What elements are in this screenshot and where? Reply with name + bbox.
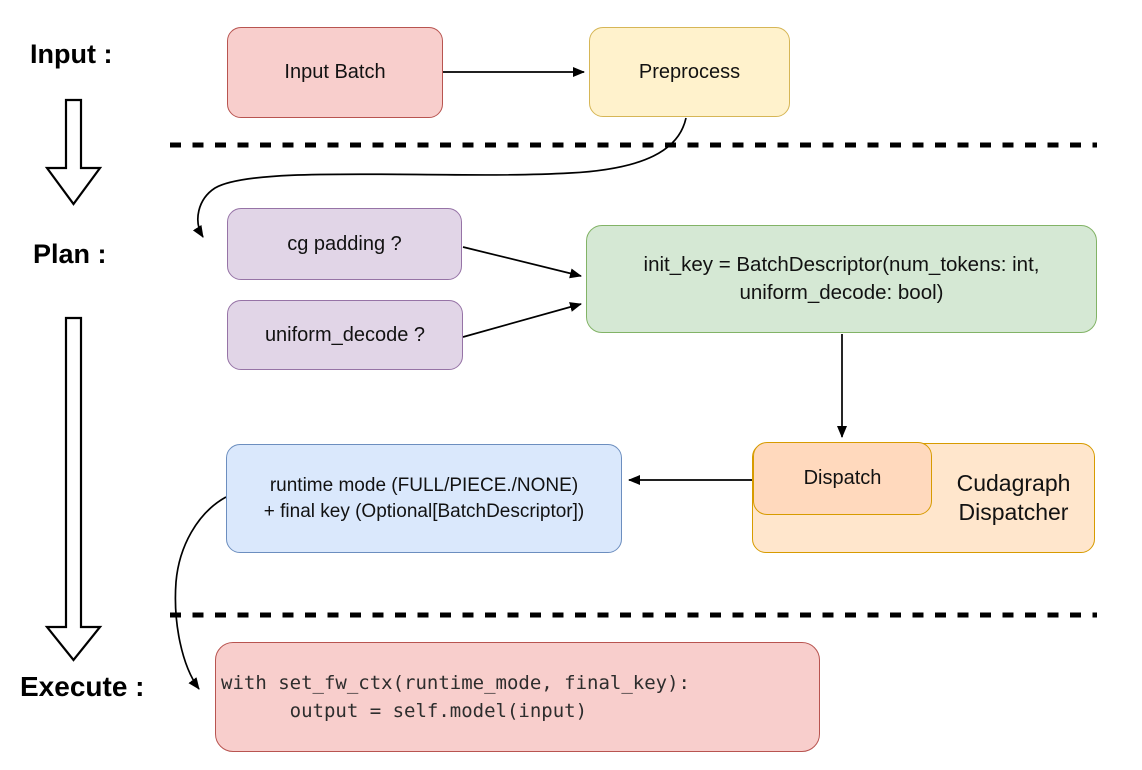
stage-label-plan: Plan : [33,239,107,269]
node-execute-code: with set_fw_ctx(runtime_mode, final_key)… [215,642,820,752]
node-cg-padding: cg padding ? [227,208,462,280]
node-init-key-line1: init_key = BatchDescriptor(num_tokens: i… [643,253,1040,277]
node-cg-padding-label: cg padding ? [287,232,402,255]
node-input-batch-label: Input Batch [284,61,386,83]
edge-uniform-decode-to-init-key [462,302,582,338]
stage-label-input: Input : [30,39,113,69]
edge-preprocess-to-cg-padding [192,117,687,238]
node-input-batch: Input Batch [227,27,443,118]
execute-code-line1: with set_fw_ctx(runtime_mode, final_key)… [221,672,690,694]
execute-code-line2: output = self.model(input) [221,700,588,722]
node-dispatch: Dispatch [753,442,932,515]
stage-arrow-plan-to-execute [44,316,103,662]
edge-runtime-mode-to-execute-code [174,496,227,690]
node-runtime-mode-line1: runtime mode (FULL/PIECE./NONE) [269,474,579,496]
cudagraph-dispatcher-line2: Dispatcher [958,499,1069,525]
node-preprocess-label: Preprocess [638,60,741,83]
stage-label-execute: Execute : [20,671,145,702]
node-runtime-mode-line2: + final key (Optional[BatchDescriptor]) [263,500,585,522]
node-init-key-line2: uniform_decode: bool) [739,281,944,304]
stage-arrow-input-to-plan [44,98,103,206]
cudagraph-dispatcher-line1: Cudagraph [956,469,1071,496]
node-runtime-mode: runtime mode (FULL/PIECE./NONE) + final … [226,444,622,553]
node-preprocess: Preprocess [589,27,790,117]
node-uniform-decode: uniform_decode ? [227,300,463,370]
node-dispatch-label: Dispatch [803,467,882,489]
node-uniform-decode-label: uniform_decode ? [264,323,426,346]
edge-cg-padding-to-init-key [462,246,582,279]
node-init-key: init_key = BatchDescriptor(num_tokens: i… [586,225,1097,333]
cudagraph-dispatcher-caption: Cudagraph Dispatcher [933,444,1094,552]
